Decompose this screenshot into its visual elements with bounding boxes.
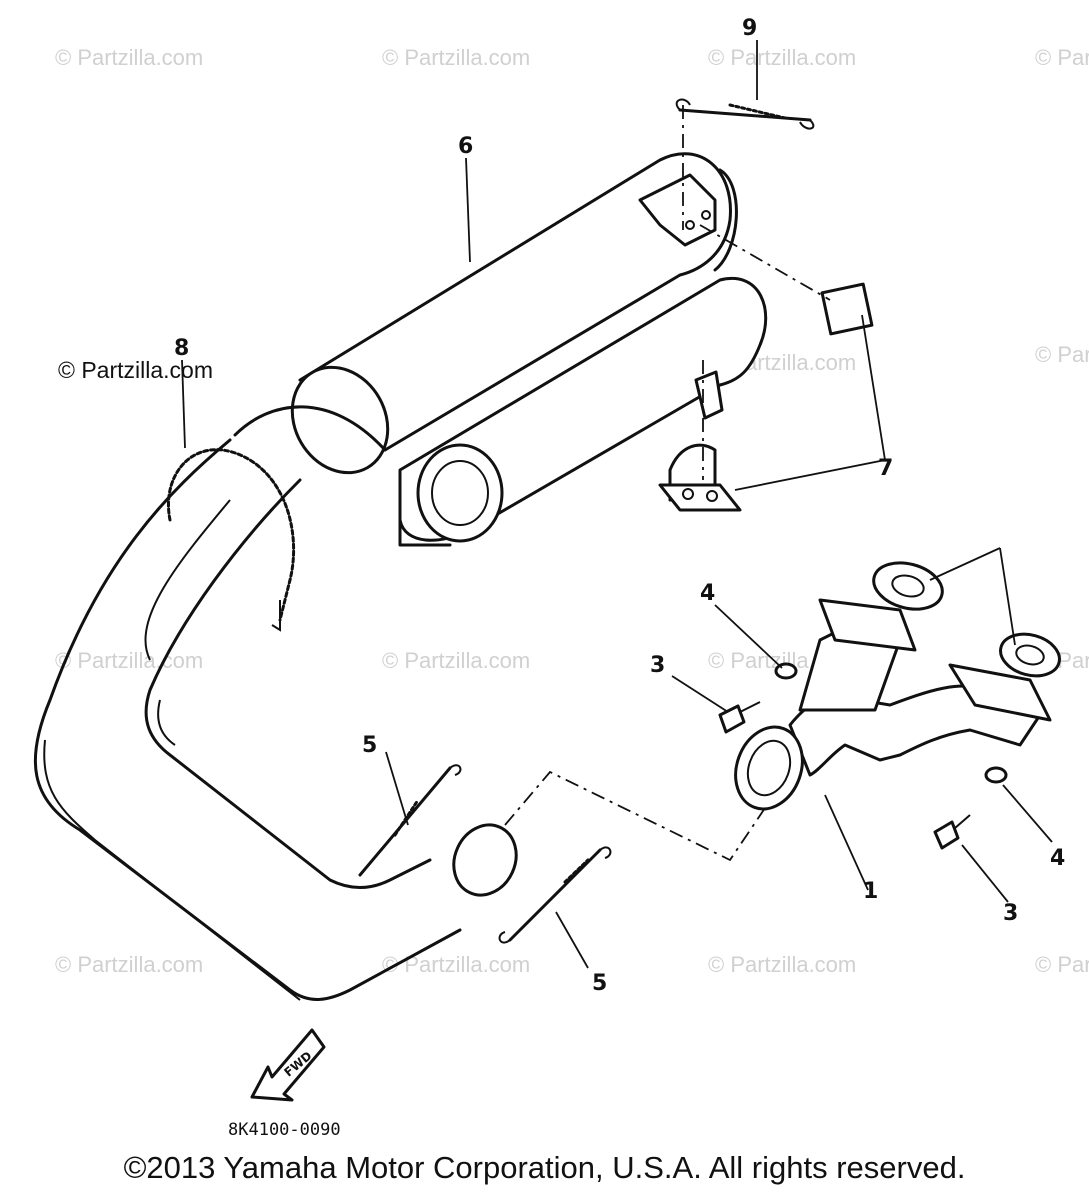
diagram-part-code: 8K4100-0090: [228, 1120, 341, 1140]
damper-pad: [820, 282, 874, 336]
callout-6: 6: [458, 134, 473, 159]
callout-4: 4: [700, 581, 715, 606]
callout-9: 9: [742, 16, 757, 41]
watermark: © Partzilla.com: [1035, 342, 1089, 367]
watermark: © Partzilla.com: [382, 45, 530, 70]
callout-8: 8: [174, 336, 189, 361]
heat-wrap-spring: [167, 448, 296, 632]
watermark: © Partzilla.com: [1035, 45, 1089, 70]
watermark: © Partzilla.com: [382, 648, 530, 673]
callout-3: 3: [650, 653, 665, 678]
watermark: © Partzilla.com: [55, 952, 203, 977]
watermark: © Partzilla.com: [55, 648, 203, 673]
forward-arrow: FWD: [250, 1028, 326, 1102]
watermark: © Partzilla.com: [1035, 952, 1089, 977]
bolt: [718, 704, 746, 734]
gasket: [999, 632, 1061, 678]
watermark: © Partzilla.com: [382, 952, 530, 977]
watermark: © Partzilla.com: [708, 952, 856, 977]
watermark-layer: © Partzilla.com © Partzilla.com © Partzi…: [55, 45, 1089, 977]
copyright-notice: ©2013 Yamaha Motor Corporation, U.S.A. A…: [123, 1150, 966, 1185]
callout-7: 7: [878, 456, 893, 481]
bolt: [933, 820, 960, 850]
callout-3: 3: [1003, 901, 1018, 926]
exhaust-pipe: [33, 438, 462, 1001]
muffler: [233, 152, 768, 547]
joint-springs: [358, 764, 612, 944]
callout-1: 1: [863, 879, 878, 904]
callout-5: 5: [592, 971, 607, 996]
callout-numbers: 1 3 3 4 4 5 5 6 7 8 9: [174, 16, 1065, 996]
top-spring: [675, 98, 815, 130]
y-pipe: [734, 598, 1052, 811]
leader-lines: [181, 40, 1053, 969]
watermark: © Partzilla.com: [55, 45, 203, 70]
watermark: © Partzilla.com: [708, 45, 856, 70]
watermark-emphasized: © Partzilla.com: [58, 357, 213, 383]
muffler-bracket-top: [638, 173, 717, 247]
bolts: [718, 662, 1008, 850]
assembly-lines: [504, 105, 831, 862]
nut: [984, 766, 1008, 784]
callout-4: 4: [1050, 846, 1065, 871]
muffler-bracket-bottom: [658, 370, 742, 512]
callout-5: 5: [362, 733, 377, 758]
gasket: [872, 561, 944, 611]
